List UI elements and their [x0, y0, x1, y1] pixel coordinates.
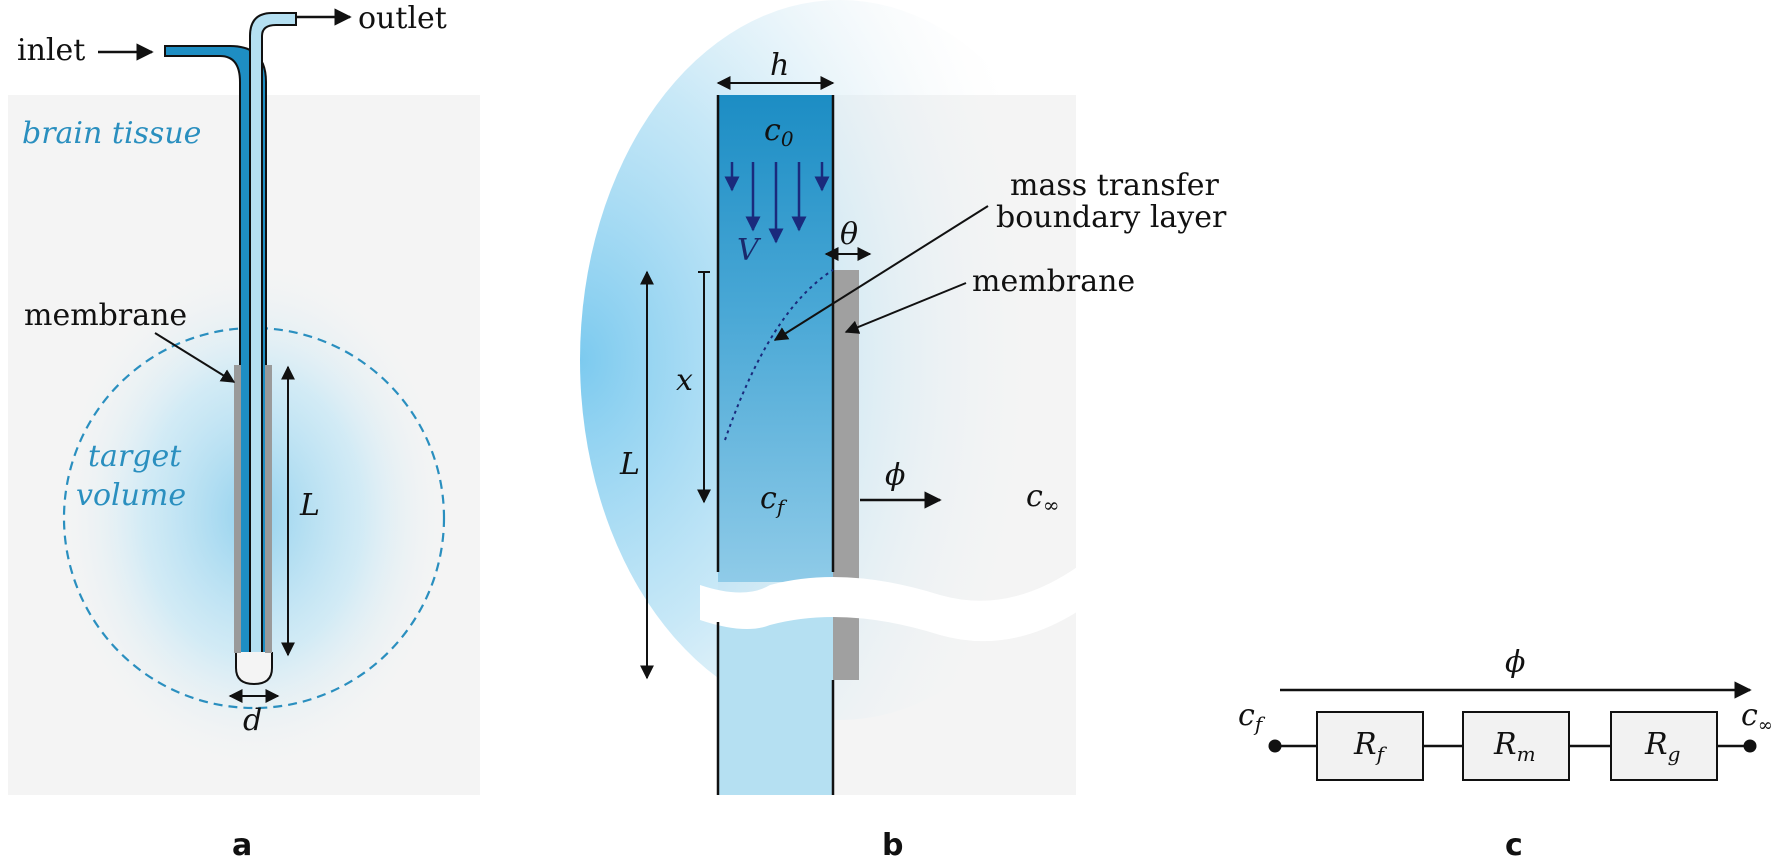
cinf-label-c: c∞ [1741, 698, 1773, 736]
c0-label: c0 [764, 113, 794, 151]
brain-tissue-label: brain tissue [22, 116, 201, 151]
length-label-b: L [619, 447, 640, 482]
velocity-label: V [737, 233, 762, 268]
membrane-pointer-a [154, 332, 236, 383]
mass-transfer-line1: mass transfer [1010, 168, 1220, 203]
node-cf [1268, 739, 1282, 753]
panel-c-label: c [1505, 828, 1523, 862]
membrane-label-b: membrane [972, 264, 1135, 299]
panel-c: ϕ Rf Rm Rg cf c∞ c [1238, 645, 1773, 862]
membrane-label-a: membrane [24, 298, 187, 333]
resistor-g [1610, 711, 1718, 781]
flux-label-c: ϕ [1505, 645, 1525, 680]
resistor-label-g: Rg [1644, 727, 1680, 766]
x-label: x [676, 363, 693, 398]
mass-transfer-pointer [773, 205, 989, 341]
target-label-line2: volume [76, 478, 186, 513]
channel-fluid-lower [718, 615, 833, 795]
mass-transfer-line2: boundary layer [996, 200, 1227, 235]
resistor-f [1316, 711, 1424, 781]
resistor-label-m: Rm [1493, 727, 1536, 766]
inlet-label: inlet [17, 33, 85, 68]
membrane-right [265, 365, 272, 653]
target-label-line1: target [88, 439, 182, 474]
wave-break [700, 565, 1080, 642]
diameter-label: d [243, 703, 262, 738]
membrane-left [234, 365, 241, 653]
target-volume-circle [62, 326, 446, 710]
panel-b-label: b [882, 828, 903, 862]
width-label-h: h [770, 48, 789, 83]
flux-label-b: ϕ [885, 458, 905, 493]
resistor-m [1462, 711, 1570, 781]
probe-tip [235, 652, 273, 686]
outlet-label: outlet [358, 1, 447, 36]
node-cinf [1743, 739, 1757, 753]
membrane-pointer-b [844, 282, 967, 334]
cinf-label-b: c∞ [1026, 479, 1059, 517]
panel-a-label: a [232, 828, 252, 862]
cf-label-c: cf [1238, 698, 1266, 736]
length-label-a: L [299, 488, 320, 523]
theta-label: θ [840, 217, 858, 252]
panel-b: h c0 V θ mass transfer boundary layer me… [580, 0, 1227, 862]
panel-a: inlet outlet brain tissue membrane targe… [8, 1, 480, 862]
